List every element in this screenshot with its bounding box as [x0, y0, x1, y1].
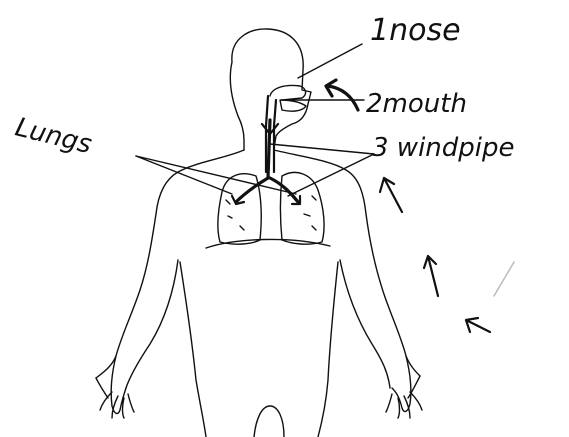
right-hand — [386, 356, 422, 418]
nose-pointer — [298, 44, 362, 78]
right-lung — [281, 172, 325, 244]
nasal-cavity — [270, 85, 306, 100]
flow-arrows — [380, 178, 514, 332]
right-waist — [318, 262, 338, 437]
airway — [266, 85, 306, 172]
right-arm-inner — [340, 260, 390, 388]
label-mouth: 2mouth — [366, 89, 467, 119]
left-arm-inner — [126, 260, 178, 388]
label-nose: 1nose — [370, 13, 461, 48]
left-waist — [180, 262, 206, 437]
label-windpipe: 3 windpipe — [372, 133, 515, 163]
right-bronchus — [270, 178, 298, 202]
label-lungs: Lungs — [12, 112, 94, 160]
trachea — [268, 120, 270, 178]
flow-arrow-3 — [466, 318, 490, 332]
flow-arrow-1 — [380, 178, 402, 212]
right-lung-texture — [304, 196, 316, 230]
mouth-curved-arrow — [326, 80, 358, 110]
pointer-lines — [136, 44, 374, 196]
lungs — [218, 172, 324, 244]
torso-left-outline — [96, 150, 244, 378]
torso-right-outline — [274, 150, 420, 376]
left-lung-texture — [226, 200, 244, 230]
crotch — [254, 406, 284, 437]
flow-arrow-2 — [424, 256, 438, 296]
faint-pencil-mark — [494, 262, 514, 296]
mouth-shape — [280, 100, 306, 111]
left-hand — [96, 356, 134, 418]
